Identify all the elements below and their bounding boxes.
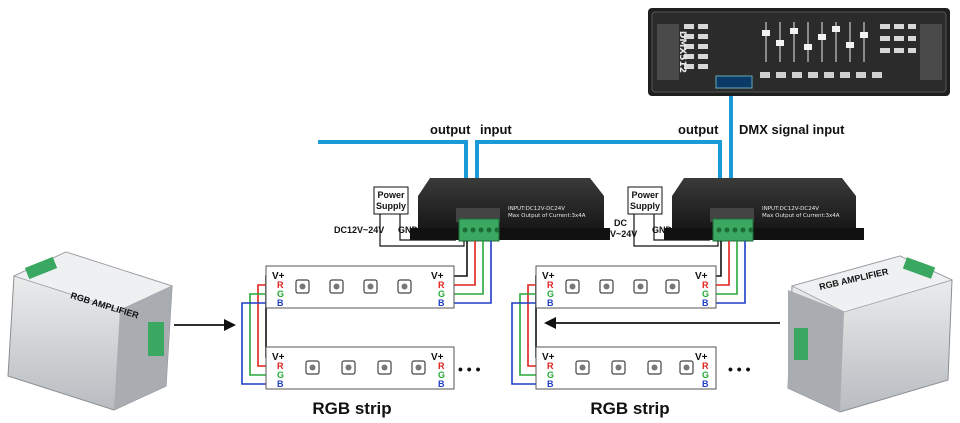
decoder-spec-2-left: Max Output of Current:3x4A bbox=[508, 213, 586, 219]
pin-g: G bbox=[702, 370, 709, 380]
output-label-right: output bbox=[678, 122, 719, 137]
pin-r: R bbox=[277, 280, 284, 290]
pin-vplus: V+ bbox=[431, 352, 444, 363]
pin-b: B bbox=[438, 379, 445, 389]
pin-r: R bbox=[702, 280, 709, 290]
pin-r: R bbox=[438, 280, 445, 290]
pin-b: B bbox=[702, 379, 709, 389]
power-supply-right: Power Supply DC 12V~24V GND bbox=[600, 186, 719, 247]
output-label-left: output bbox=[430, 122, 471, 137]
signal-arrow-right bbox=[544, 317, 780, 329]
pin-r: R bbox=[438, 361, 445, 371]
dmx-decoder-right: INPUT:DC12V-DC24V Max Output of Current:… bbox=[664, 178, 864, 242]
pin-vplus: V+ bbox=[695, 271, 708, 282]
pin-g: G bbox=[702, 289, 709, 299]
pin-b: B bbox=[702, 298, 709, 308]
pin-vplus: V+ bbox=[272, 352, 285, 363]
rgb-strip-left-bottom: V+ R G B V+ R G B bbox=[265, 346, 455, 390]
decoder-spec-1-left: INPUT:DC12V-DC24V bbox=[508, 206, 565, 212]
continuation-dots-right: • • • bbox=[728, 361, 751, 377]
pin-r: R bbox=[547, 280, 554, 290]
pin-vplus: V+ bbox=[431, 271, 444, 282]
rgb-strip-right-bottom: V+ R G B V+ R G B bbox=[535, 346, 717, 390]
gnd-label-right: GND bbox=[652, 225, 673, 235]
dc-label-right: DC bbox=[614, 218, 627, 228]
pin-g: G bbox=[547, 370, 554, 380]
dc-voltage-right: 12V~24V bbox=[600, 229, 637, 239]
pin-vplus: V+ bbox=[542, 352, 555, 363]
rgb-strip-left-top: V+ R G B V+ R G B bbox=[265, 265, 455, 309]
pin-r: R bbox=[547, 361, 554, 371]
decoder-spec-2-right: Max Output of Current:3x4A bbox=[762, 213, 840, 219]
dc-voltage-left: DC12V~24V bbox=[334, 225, 384, 235]
input-label-left: input bbox=[480, 122, 512, 137]
decoder-spec-1-right: INPUT:DC12V-DC24V bbox=[762, 206, 819, 212]
rgb-amplifier-right: RGB AMPLIFIER bbox=[787, 255, 954, 413]
rgb-strip-right-top: V+ R G B V+ R G B bbox=[535, 265, 717, 309]
continuation-dots-left: • • • bbox=[458, 361, 481, 377]
dmx-signal-input-label: DMX signal input bbox=[739, 122, 845, 137]
power-supply-line1-right: Power bbox=[631, 190, 659, 200]
rgb-strip-label-right: RGB strip bbox=[590, 399, 669, 418]
pin-vplus: V+ bbox=[542, 271, 555, 282]
pin-b: B bbox=[277, 379, 284, 389]
power-supply-line2-right: Supply bbox=[630, 201, 660, 211]
power-supply-line1-left: Power bbox=[377, 190, 405, 200]
dmx512-controller: DMX512 bbox=[648, 8, 950, 96]
pin-r: R bbox=[277, 361, 284, 371]
pin-r: R bbox=[702, 361, 709, 371]
power-supply-left: Power Supply DC12V~24V GND bbox=[334, 186, 465, 247]
gnd-label-left: GND bbox=[398, 225, 419, 235]
pin-g: G bbox=[438, 370, 445, 380]
dmx512-label: DMX512 bbox=[677, 31, 687, 73]
dmx-decoder-left: INPUT:DC12V-DC24V Max Output of Current:… bbox=[410, 178, 610, 242]
power-supply-line2-left: Supply bbox=[376, 201, 406, 211]
pin-b: B bbox=[547, 379, 554, 389]
signal-arrow-left bbox=[174, 319, 236, 331]
dmx-cables bbox=[318, 96, 733, 180]
pin-b: B bbox=[438, 298, 445, 308]
pin-b: B bbox=[277, 298, 284, 308]
pin-b: B bbox=[547, 298, 554, 308]
rgb-amplifier-left: RGB AMPLIFIER bbox=[7, 251, 174, 411]
pin-g: G bbox=[547, 289, 554, 299]
pin-g: G bbox=[277, 370, 284, 380]
pin-vplus: V+ bbox=[695, 352, 708, 363]
pin-vplus: V+ bbox=[272, 271, 285, 282]
pin-g: G bbox=[438, 289, 445, 299]
rgb-strip-label-left: RGB strip bbox=[312, 399, 391, 418]
pin-g: G bbox=[277, 289, 284, 299]
